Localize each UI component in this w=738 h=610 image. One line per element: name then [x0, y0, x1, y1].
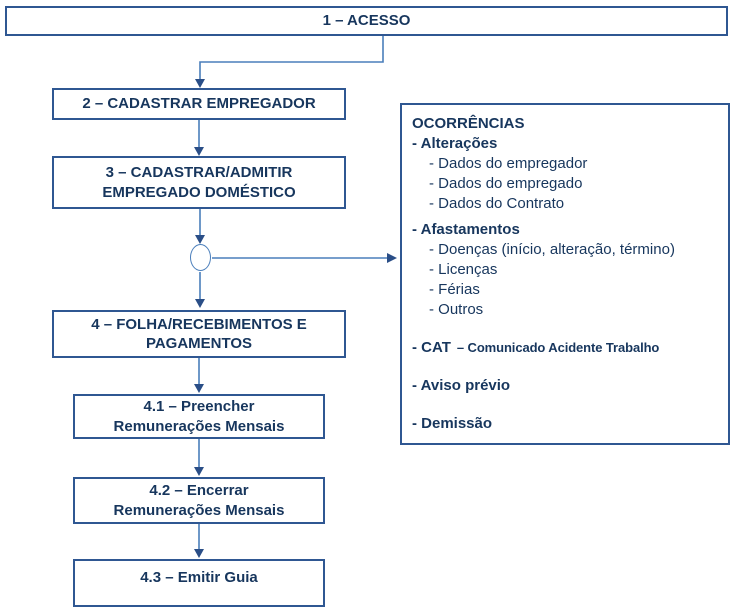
arrow-acesso-to-cadastrar-line [199, 36, 384, 80]
item-cat-label: - CAT [412, 339, 451, 356]
item-outros: - Outros [429, 301, 484, 318]
item-cat: - CAT – Comunicado Acidente Trabalho [412, 338, 722, 358]
node-3-cadastrar-admitir-empregado: 3 – CADASTRAR/ADMITIR EMPREGADO DOMÉSTIC… [52, 156, 346, 209]
ocorrencias-title: OCORRÊNCIAS [412, 115, 525, 132]
item-licencas: - Licenças [429, 261, 498, 278]
node-4-3-emitir-guia: 4.3 – Emitir Guia [73, 559, 325, 607]
arrow-connector-to-folha-head [195, 299, 205, 308]
node-4-1-preencher-remuneracoes: 4.1 – Preencher Remunerações Mensais [73, 394, 325, 439]
arrow-acesso-to-cadastrar-head [195, 79, 205, 88]
item-ferias: - Férias [429, 281, 480, 298]
item-dados-do-empregado: - Dados do empregado [429, 175, 583, 192]
node-4-2-encerrar-remuneracoes: 4.2 – Encerrar Remunerações Mensais [73, 477, 325, 524]
item-dados-do-empregador: - Dados do empregador [429, 155, 588, 172]
arrow-admitir-to-connector-head [195, 235, 205, 244]
item-doencas: - Doenças (início, alteração, término) [429, 241, 675, 258]
connector-circle [190, 244, 211, 271]
arrow-preencher-to-encerrar-head [194, 467, 204, 476]
node-2-cadastrar-empregador: 2 – CADASTRAR EMPREGADOR [52, 88, 346, 120]
arrow-connector-to-ocorrencias-head [387, 253, 397, 263]
node-4-folha-recebimentos-pagamentos: 4 – FOLHA/RECEBIMENTOS E PAGAMENTOS [52, 310, 346, 358]
item-cat-description: – Comunicado Acidente Trabalho [456, 340, 660, 355]
node-1-acesso: 1 – ACESSO [5, 6, 728, 36]
arrow-folha-to-preencher-head [194, 384, 204, 393]
group-alteracoes: - Alterações [412, 135, 498, 152]
group-afastamentos: - Afastamentos [412, 221, 520, 238]
item-aviso-previo: - Aviso prévio [412, 377, 511, 394]
arrow-cadastrar-to-admitir-head [194, 147, 204, 156]
item-dados-do-contrato: - Dados do Contrato [429, 195, 565, 212]
arrow-encerrar-to-emitir-head [194, 549, 204, 558]
item-demissao: - Demissão [412, 415, 493, 432]
ocorrencias-panel: OCORRÊNCIAS - Alterações - Dados do empr… [400, 103, 730, 445]
